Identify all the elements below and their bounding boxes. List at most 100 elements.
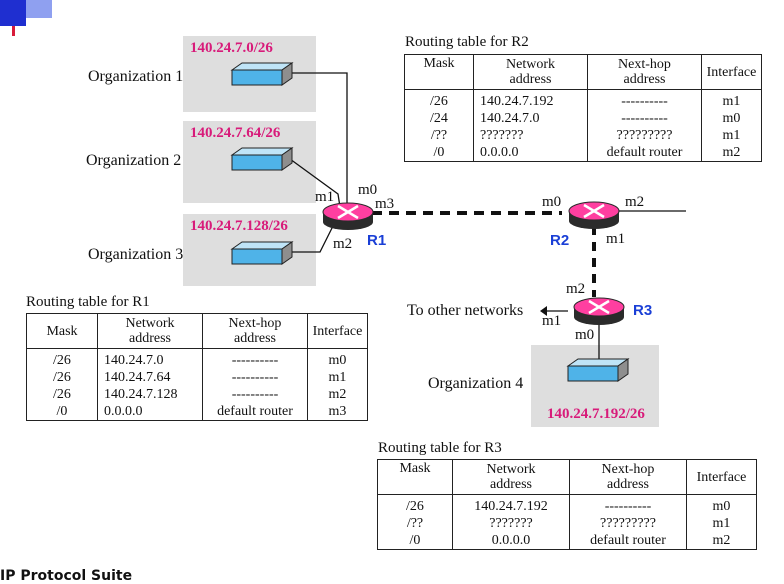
router-r2-label: R2 xyxy=(550,232,570,249)
org4-network: 140.24.7.192/26 xyxy=(547,406,645,422)
r3-table-caption: Routing table for R3 xyxy=(378,440,502,456)
r1-m2-label: m2 xyxy=(333,236,353,252)
mask-cell: /?? xyxy=(377,515,453,532)
nexthop-cell: ---------- xyxy=(569,494,687,515)
r3-m1-label: m1 xyxy=(542,313,562,329)
org1-link xyxy=(290,72,348,205)
mask-cell: /26 xyxy=(26,348,98,369)
router-r3-label: R3 xyxy=(633,302,653,319)
table-row: /??????????????????m1 xyxy=(377,515,757,532)
nexthop-cell: ????????? xyxy=(587,127,702,144)
router-r3-icon xyxy=(573,297,625,325)
nexthop-cell: ---------- xyxy=(202,348,308,369)
interface-cell: m1 xyxy=(686,515,757,532)
mask-cell: /0 xyxy=(377,532,453,550)
col-mask: Mask xyxy=(404,54,474,90)
nexthop-cell: ---------- xyxy=(202,369,308,386)
mask-cell: /0 xyxy=(26,403,98,421)
org3-label: Organization 3 xyxy=(88,246,184,263)
network-cell: 0.0.0.0 xyxy=(452,532,570,550)
r1-m3-label: m3 xyxy=(375,196,395,212)
network-cell: 140.24.7.128 xyxy=(97,386,203,403)
interface-cell: m1 xyxy=(701,127,762,144)
interface-cell: m0 xyxy=(701,110,762,127)
network-cell: ??????? xyxy=(452,515,570,532)
nexthop-cell: ---------- xyxy=(587,110,702,127)
org1-label: Organization 1 xyxy=(88,68,184,85)
network-cell: 140.24.7.0 xyxy=(97,348,203,369)
network-cell: 0.0.0.0 xyxy=(97,403,203,421)
network-cell: ??????? xyxy=(473,127,588,144)
org1-network: 140.24.7.0/26 xyxy=(190,40,273,56)
nexthop-cell: default router xyxy=(202,403,308,421)
mask-cell: /0 xyxy=(404,144,474,162)
nexthop-cell: ---------- xyxy=(202,386,308,403)
network-cell: 140.24.7.0 xyxy=(473,110,588,127)
mask-cell: /26 xyxy=(377,494,453,515)
col-interface: Interface xyxy=(686,459,757,495)
slide-corner-accent-light xyxy=(26,0,52,18)
network-cell: 140.24.7.64 xyxy=(97,369,203,386)
r3-m2-label: m2 xyxy=(566,281,586,297)
r2-m2-label: m2 xyxy=(625,194,645,210)
r1-table-caption: Routing table for R1 xyxy=(26,294,150,310)
table-row: /??????????????????m1 xyxy=(404,127,762,144)
r3-m0-label: m0 xyxy=(575,327,595,343)
nexthop-cell: default router xyxy=(569,532,687,550)
interface-cell: m2 xyxy=(686,532,757,550)
org2-label: Organization 2 xyxy=(86,152,182,169)
col-interface: Interface xyxy=(701,54,762,90)
org3-link xyxy=(290,221,336,253)
org1-switch-icon xyxy=(230,62,294,86)
other-networks-label: To other networks xyxy=(407,302,524,319)
org4-label: Organization 4 xyxy=(428,375,524,392)
r1-m1-label: m1 xyxy=(315,189,335,205)
org3-network: 140.24.7.128/26 xyxy=(190,218,288,234)
interface-cell: m0 xyxy=(686,494,757,515)
slide-corner-bar xyxy=(12,26,15,36)
footer-title: IP Protocol Suite xyxy=(0,568,133,584)
slide-corner-accent xyxy=(0,0,26,26)
mask-cell: /26 xyxy=(26,369,98,386)
org2-link xyxy=(289,158,341,208)
r2-m1-label: m1 xyxy=(606,231,626,247)
org2-switch-icon xyxy=(230,147,294,171)
nexthop-cell: default router xyxy=(587,144,702,162)
r2-m0-label: m0 xyxy=(542,194,562,210)
mask-cell: /26 xyxy=(404,89,474,110)
mask-cell: /26 xyxy=(26,386,98,403)
r1-m0-label: m0 xyxy=(358,182,378,198)
org4-switch-icon xyxy=(566,358,630,382)
interface-cell: m1 xyxy=(701,89,762,110)
interface-cell: m2 xyxy=(701,144,762,162)
interface-cell: m0 xyxy=(307,348,368,369)
interface-cell: m3 xyxy=(307,403,368,421)
interface-cell: m1 xyxy=(307,369,368,386)
router-r2-icon xyxy=(568,201,620,229)
col-interface: Interface xyxy=(307,313,368,349)
nexthop-cell: ????????? xyxy=(569,515,687,532)
interface-cell: m2 xyxy=(307,386,368,403)
router-r1-label: R1 xyxy=(367,232,387,249)
links xyxy=(289,72,686,360)
